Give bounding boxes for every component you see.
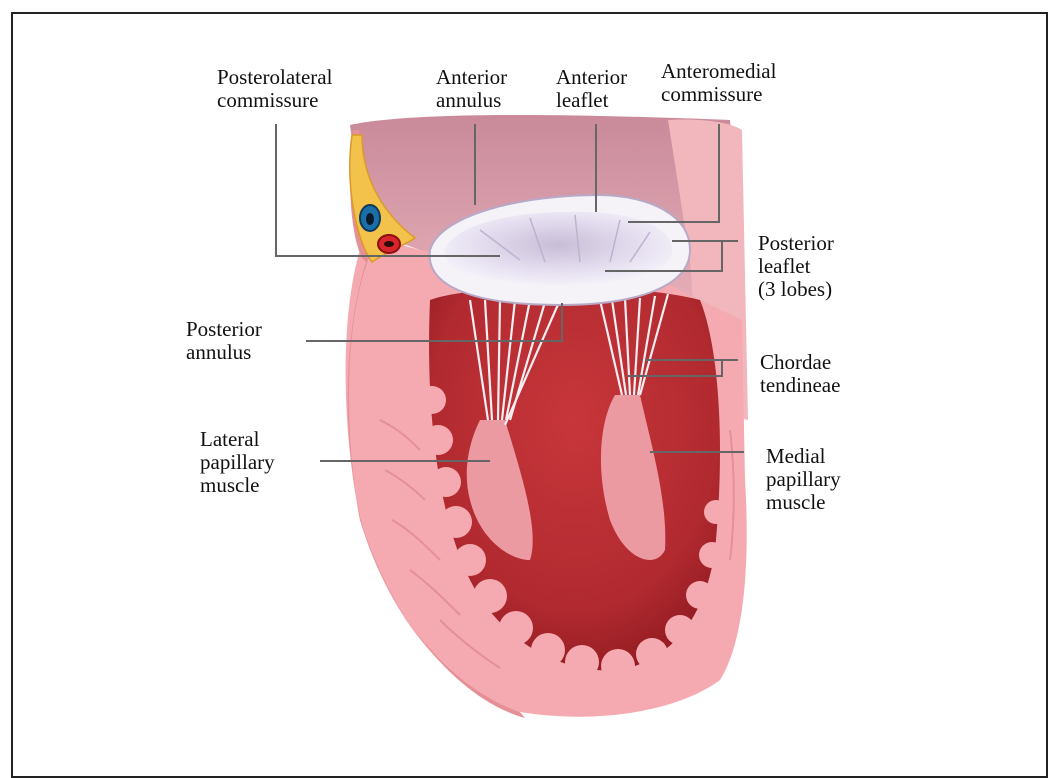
- label-posterolateral-commissure: Posterolateral commissure: [217, 66, 332, 112]
- label-posterior-leaflet: Posterior leaflet (3 lobes): [758, 232, 834, 301]
- label-chordae-tendineae: Chordae tendineae: [760, 351, 840, 397]
- label-anterior-leaflet: Anterior leaflet: [556, 66, 627, 112]
- label-lateral-papillary-muscle: Lateral papillary muscle: [200, 428, 275, 497]
- label-medial-papillary-muscle: Medial papillary muscle: [766, 445, 841, 514]
- label-posterior-annulus: Posterior annulus: [186, 318, 262, 364]
- coronary-artery-lumen: [384, 241, 394, 247]
- label-anterior-annulus: Anterior annulus: [436, 66, 507, 112]
- label-anteromedial-commissure: Anteromedial commissure: [661, 60, 776, 106]
- coronary-vein-lumen: [366, 213, 374, 225]
